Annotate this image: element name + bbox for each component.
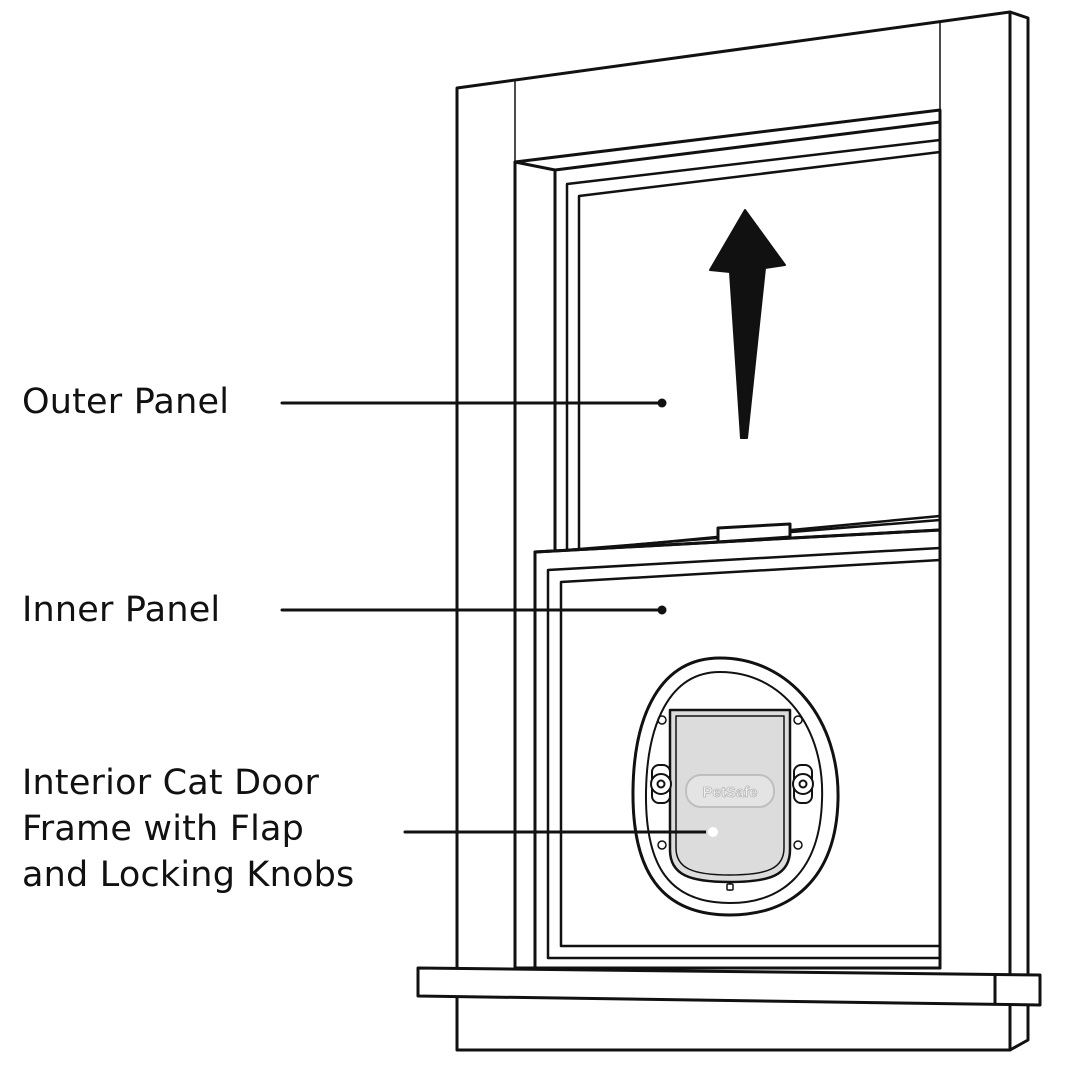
- screw-icon: [793, 840, 803, 850]
- screw-icon: [657, 715, 667, 725]
- up-arrow-icon: [709, 209, 786, 439]
- cat-door-inner-frame: [644, 671, 824, 904]
- callout-inner-panel: Inner Panel: [22, 587, 220, 633]
- callout-outer-panel-line: Outer Panel: [22, 382, 230, 422]
- leader-dot-cat-door: [706, 825, 720, 839]
- leader-lines: [280, 401, 715, 834]
- callout-cat-door: Interior Cat Door Frame with Flap and Lo…: [22, 760, 354, 898]
- window-sill: [416, 966, 1042, 1007]
- flap-logo-text: PetSafe: [702, 784, 757, 801]
- screw-icon: [793, 715, 803, 725]
- screw-icon: [657, 840, 667, 850]
- callout-outer-panel: Outer Panel: [22, 379, 229, 425]
- cat-door: PetSafe: [631, 656, 840, 917]
- locking-knob-left-icon: [650, 764, 672, 804]
- flap-logo-plate: [685, 774, 775, 808]
- callout-inner-panel-line: Inner Panel: [22, 590, 221, 630]
- leader-dot-inner-panel: [657, 605, 667, 615]
- callout-cat-door-line-3: and Locking Knobs: [22, 855, 355, 895]
- locking-knob-right-icon: [792, 764, 814, 804]
- callout-cat-door-line-1: Interior Cat Door: [22, 763, 320, 803]
- callout-cat-door-line-2: Frame with Flap: [22, 809, 305, 849]
- leader-dot-outer-panel: [657, 398, 667, 408]
